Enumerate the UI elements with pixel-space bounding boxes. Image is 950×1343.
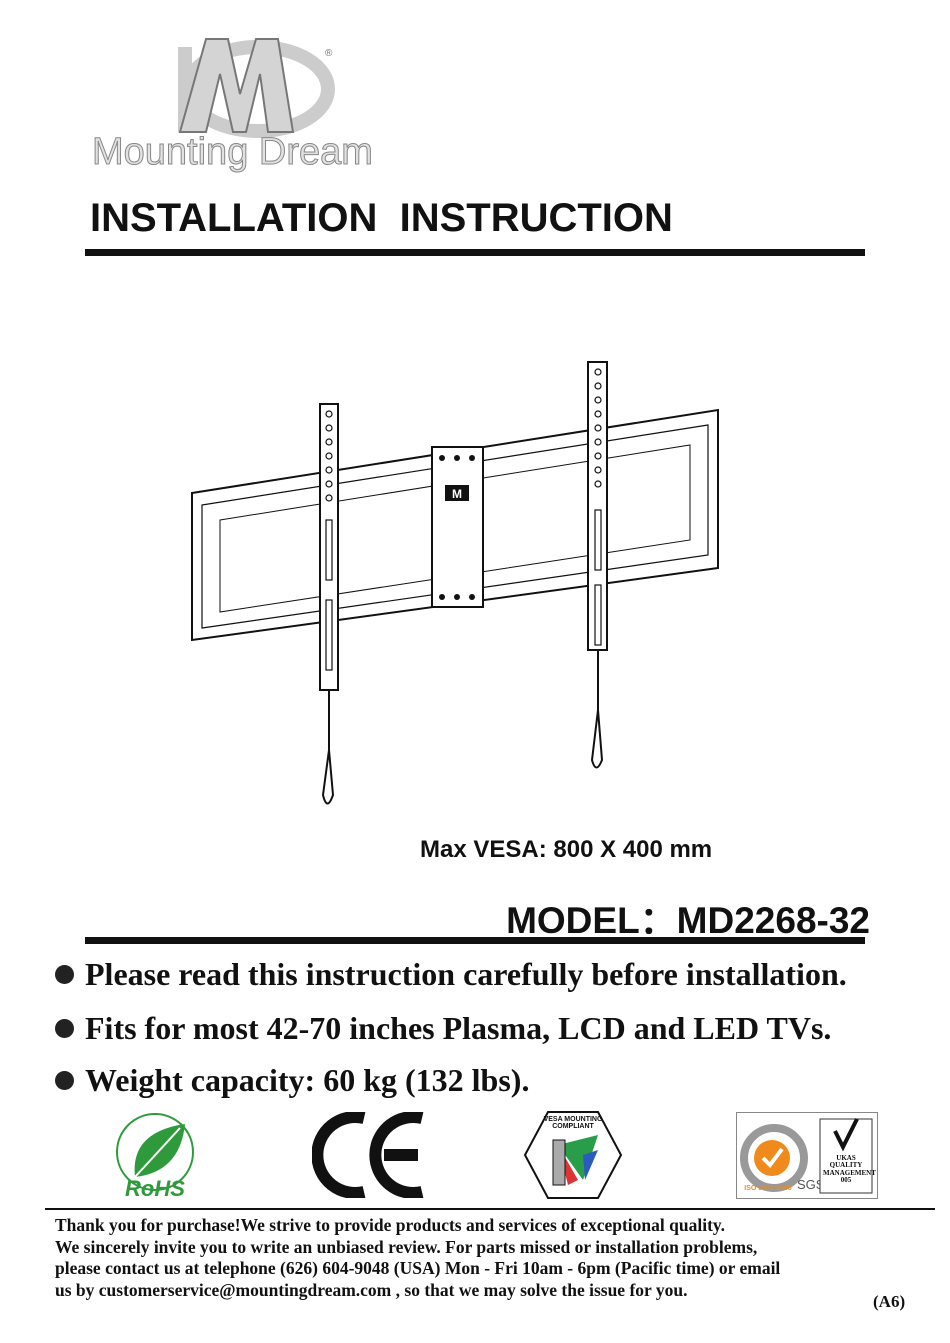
svg-text:M: M [452,487,462,501]
bullet-read-instructions: Please read this instruction carefully b… [55,956,847,993]
footer-text-line: us by customerservice@mountingdream.com … [55,1280,688,1300]
rohs-logo: RoHS [110,1112,200,1201]
vesa-compliant-logo: VESA MOUNTING COMPLIANT [523,1110,623,1200]
bullet-dot-icon [55,965,74,984]
bullet-tv-size: Fits for most 42-70 inches Plasma, LCD a… [55,1010,831,1047]
model-number: MODEL：MD2268-32 [506,900,870,941]
ce-mark-logo [311,1111,432,1199]
bullet-text: Weight capacity: 60 kg (132 lbs). [85,1062,530,1098]
bullet-weight-capacity: Weight capacity: 60 kg (132 lbs). [55,1062,529,1099]
footer-divider [45,1208,935,1210]
footer-text-line: please contact us at telephone (626) 604… [55,1258,781,1278]
iso-certification-text: ISO 9001:2008 [744,1185,792,1192]
bullet-text: Fits for most 42-70 inches Plasma, LCD a… [85,1010,832,1046]
svg-text:®: ® [325,48,333,59]
bullet-dot-icon [55,1071,74,1090]
footer-text-line: Thank you for purchase!We strive to prov… [55,1215,726,1235]
tv-mount-illustration: M [180,350,740,820]
svg-text:Mounting Dream: Mounting Dream [92,131,373,173]
bullet-dot-icon [55,1019,74,1038]
ukas-badge-text: UKAS QUALITY MANAGEMENT 005 [823,1154,876,1185]
brand-logo: ® Mounting Dream [88,34,408,179]
model-divider [85,937,865,944]
vesa-logo-text: VESA MOUNTING COMPLIANT [543,1116,603,1131]
sgs-ukas-iso-logo: SGS ISO 9001:2008 UKAS QUALITY MANAGEMEN… [736,1112,878,1199]
page-title: INSTALLATION INSTRUCTION [90,196,673,240]
bullet-text: Please read this instruction carefully b… [85,956,847,992]
page-code: (A6) [873,1292,906,1311]
svg-text:RoHS: RoHS [125,1176,185,1200]
footer-text-line: We sincerely invite you to write an unbi… [55,1237,758,1257]
mounting-dream-logo-icon: ® Mounting Dream [92,38,373,174]
title-divider [85,249,865,256]
max-vesa-label: Max VESA: 800 X 400 mm [420,836,713,863]
svg-text:SGS: SGS [797,1177,825,1192]
